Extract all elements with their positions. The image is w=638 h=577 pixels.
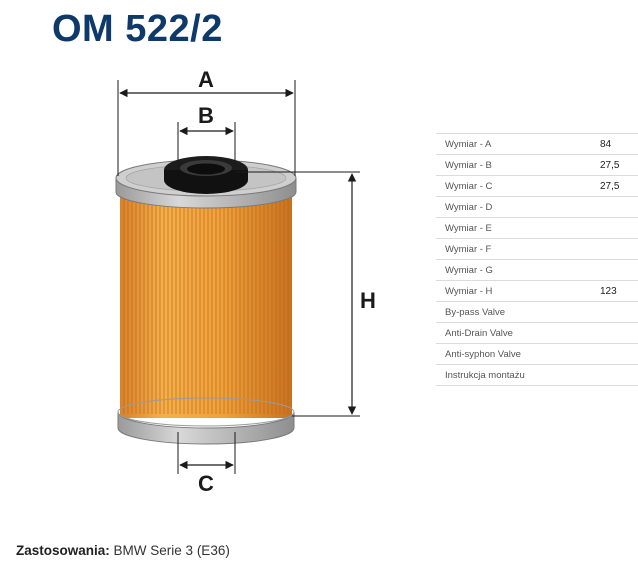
spec-row: Anti-Drain Valve: [436, 322, 638, 344]
spec-value: [600, 259, 638, 281]
spec-value: 123: [600, 280, 638, 302]
applications: Zastosowania: BMW Serie 3 (E36): [16, 543, 230, 558]
spec-label: Wymiar - F: [436, 238, 600, 260]
spec-row: Wymiar - E: [436, 217, 638, 239]
product-title: OM 522/2: [52, 8, 223, 50]
spec-label: Wymiar - H: [436, 280, 600, 302]
spec-value: [600, 217, 638, 239]
spec-label: Wymiar - D: [436, 196, 600, 218]
spec-value: [600, 301, 638, 323]
dimension-c-label: C: [198, 471, 214, 496]
spec-label: Anti-Drain Valve: [436, 322, 600, 344]
spec-value: 27,5: [600, 175, 638, 197]
spec-value: [600, 196, 638, 218]
dimension-h-label: H: [360, 288, 376, 313]
spec-value: [600, 364, 638, 386]
spec-row: By-pass Valve: [436, 301, 638, 323]
spec-value: [600, 343, 638, 365]
dimension-a-label: A: [198, 67, 214, 92]
spec-value: 27,5: [600, 154, 638, 176]
applications-label: Zastosowania:: [16, 543, 110, 558]
spec-value: 84: [600, 133, 638, 155]
spec-label: Instrukcja montażu: [436, 364, 600, 386]
spec-value: [600, 322, 638, 344]
filter-media: [120, 188, 292, 418]
dimension-b-label: B: [198, 103, 214, 128]
applications-value: BMW Serie 3 (E36): [113, 543, 230, 558]
spec-row: Wymiar - D: [436, 196, 638, 218]
spec-value: [600, 238, 638, 260]
spec-label: Wymiar - B: [436, 154, 600, 176]
spec-label: By-pass Valve: [436, 301, 600, 323]
filter-pleats: [123, 190, 289, 414]
spec-label: Wymiar - A: [436, 133, 600, 155]
spec-row: Wymiar - F: [436, 238, 638, 260]
spec-label: Wymiar - G: [436, 259, 600, 281]
spec-row: Wymiar - G: [436, 259, 638, 281]
spec-label: Anti-syphon Valve: [436, 343, 600, 365]
spec-row: Instrukcja montażu: [436, 364, 638, 386]
spec-row: Anti-syphon Valve: [436, 343, 638, 365]
spec-label: Wymiar - E: [436, 217, 600, 239]
spec-label: Wymiar - C: [436, 175, 600, 197]
bottom-end-cap: [117, 411, 295, 445]
